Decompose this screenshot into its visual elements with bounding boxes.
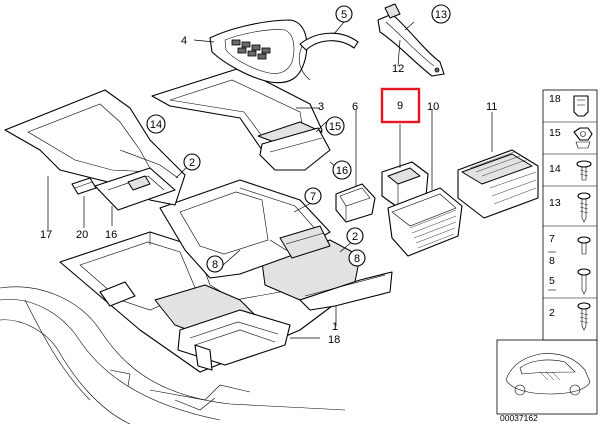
callout-15: 15 — [325, 116, 345, 136]
svg-text:16: 16 — [336, 165, 348, 177]
callout-13: 13 — [431, 4, 451, 24]
callout-8-lower: 8 — [348, 249, 366, 267]
coin-tray — [335, 183, 376, 223]
callout-2-upper: 2 — [183, 153, 201, 171]
callout-5: 5 — [335, 5, 353, 23]
car-inset-frame — [496, 339, 598, 415]
hardware-row-8: 8 — [549, 255, 591, 295]
middle-trim-panel — [159, 179, 331, 279]
screw-icon — [576, 160, 592, 181]
shift-pattern — [231, 39, 271, 60]
svg-text:14: 14 — [150, 119, 162, 131]
hardware-row-13: 13 — [549, 192, 591, 223]
svg-text:2: 2 — [189, 157, 195, 169]
screw-icon — [577, 302, 591, 331]
highlight-box — [380, 87, 421, 124]
callout-6: 6 — [352, 101, 358, 113]
callout-20: 20 — [76, 229, 88, 241]
callout-4: 4 — [181, 35, 187, 47]
svg-text:13: 13 — [435, 9, 447, 21]
svg-text:8: 8 — [354, 253, 360, 265]
hardware-row-18: 18 — [549, 93, 589, 117]
svg-text:7: 7 — [310, 191, 316, 203]
callout-18: 18 — [328, 334, 340, 346]
callout-16-lower: 16 — [105, 229, 117, 241]
catalog-id: 00037162 — [500, 413, 538, 423]
hardware-label-15: 15 — [549, 127, 561, 139]
hardware-label-7: 7 — [549, 233, 555, 245]
hardware-label-13: 13 — [549, 197, 561, 209]
callout-11: 11 — [486, 101, 497, 113]
hardware-label-8: 8 — [549, 255, 555, 267]
callout-9: 9 — [397, 100, 403, 112]
callouts: 4 5 13 12 3 15 14 6 9 10 11 2 — [40, 4, 497, 346]
storage-compartment — [387, 187, 463, 257]
callout-17: 17 — [40, 229, 52, 241]
callout-16-upper: 16 — [332, 160, 352, 180]
mounting-bracket — [377, 3, 445, 77]
callout-10: 10 — [427, 101, 439, 113]
callout-12: 12 — [392, 63, 404, 75]
callout-2-lower: 2 — [346, 227, 364, 245]
hardware-label-18: 18 — [549, 93, 561, 105]
holder-ribs — [469, 151, 537, 205]
svg-text:15: 15 — [329, 121, 341, 133]
hardware-label-2: 2 — [549, 307, 555, 319]
cassette-holder — [457, 149, 539, 219]
upper-console-trim — [151, 67, 331, 171]
callout-3: 3 — [318, 101, 324, 113]
screw-icon — [577, 192, 591, 223]
hardware-row-5: 5 — [549, 275, 555, 287]
hardware-row-2: 2 — [549, 302, 591, 331]
svg-text:5: 5 — [341, 9, 347, 21]
callout-14: 14 — [146, 114, 166, 134]
compartment-grille — [409, 209, 457, 249]
storage-lid-panel — [94, 167, 176, 211]
svg-text:2: 2 — [352, 231, 358, 243]
callout-1: 1 — [332, 321, 338, 333]
car-silhouette-icon — [505, 353, 591, 396]
curved-trim-strip — [298, 32, 359, 81]
callout-8-upper: 8 — [206, 255, 224, 273]
hardware-label-5: 5 — [549, 275, 555, 287]
hardware-row-14: 14 — [549, 160, 592, 181]
callout-7: 7 — [304, 187, 322, 205]
screw-icon — [577, 236, 591, 255]
svg-text:8: 8 — [212, 259, 218, 271]
floor-tunnel — [0, 286, 346, 424]
nut-icon — [573, 127, 593, 149]
hardware-row-15: 15 — [549, 127, 593, 149]
small-insert — [71, 177, 97, 195]
hardware-column: 18 15 14 13 — [542, 89, 598, 341]
clip-icon — [573, 95, 589, 117]
hardware-row-7: 7 — [549, 233, 591, 255]
screw-icon — [577, 268, 591, 295]
hardware-label-14: 14 — [549, 163, 561, 175]
shift-gate-bezel — [209, 19, 308, 84]
leader-lines — [47, 21, 493, 339]
callout-9-highlighted[interactable]: 9 — [380, 87, 421, 124]
